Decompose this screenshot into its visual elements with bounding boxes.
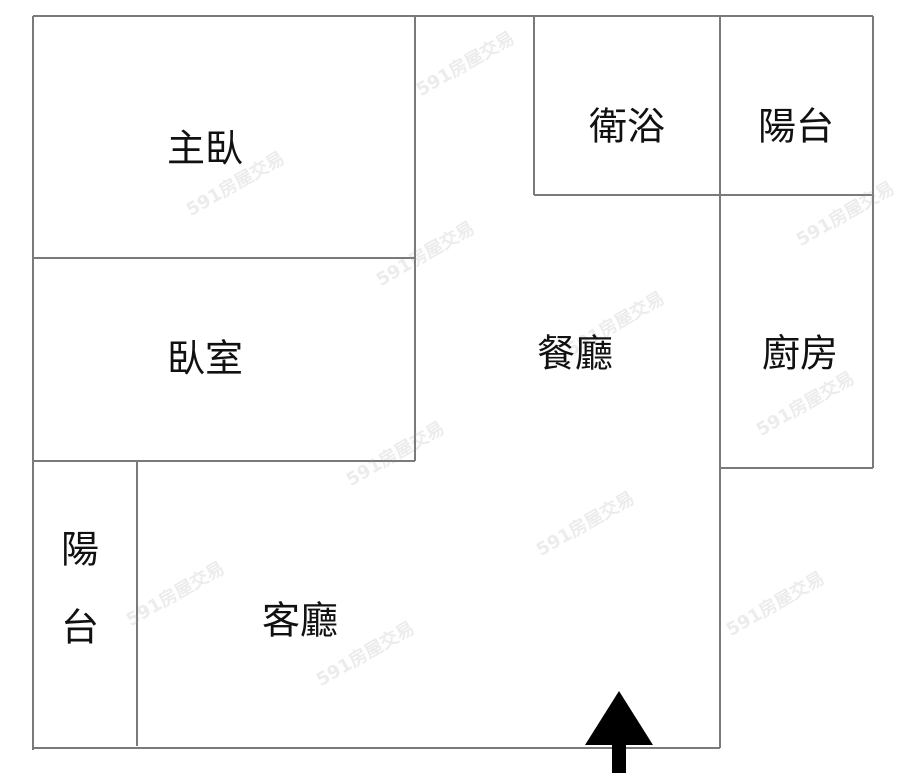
room-label-balcony-left: 陽台: [54, 529, 99, 685]
room-label-dining-room: 餐廳: [536, 331, 614, 376]
room-label-bedroom: 臥室: [166, 336, 244, 381]
room-label-master-bedroom: 主臥: [166, 126, 244, 171]
room-label-kitchen: 廚房: [761, 331, 839, 376]
room-label-balcony-top: 陽台: [757, 104, 835, 149]
room-label-bathroom: 衛浴: [588, 104, 666, 149]
room-label-living-room: 客廳: [261, 598, 339, 643]
walls: [32, 15, 874, 750]
entrance-arrow-icon: [585, 691, 653, 773]
